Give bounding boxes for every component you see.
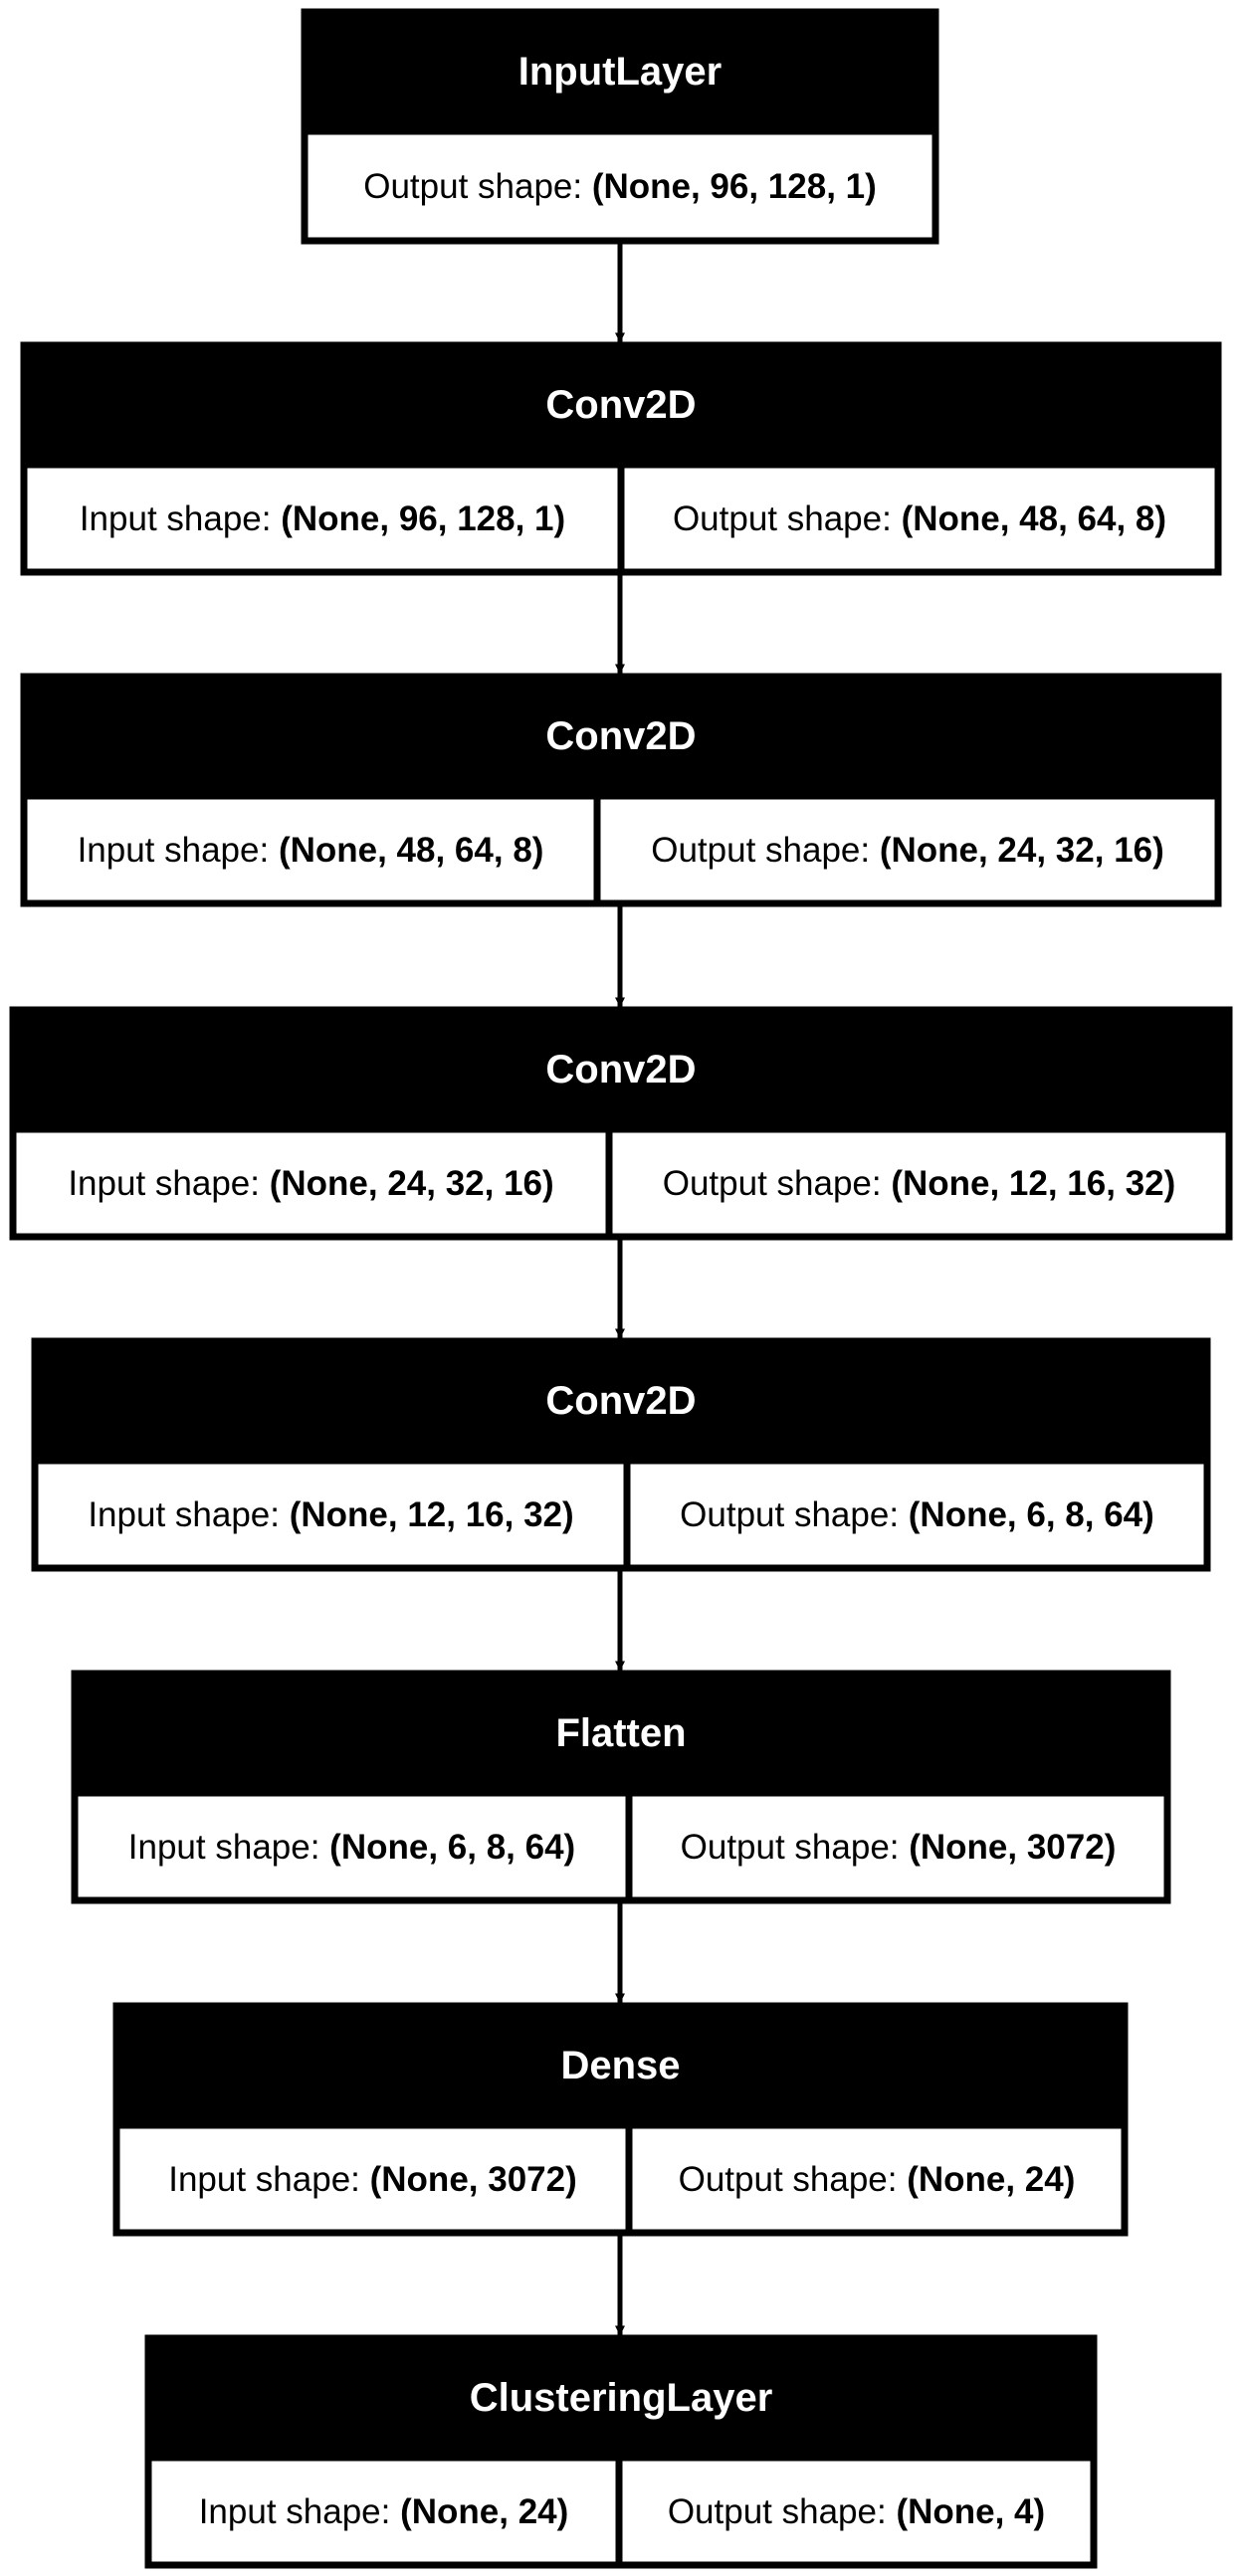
input-shape: Input shape: (None, 6, 8, 64) [128, 1828, 575, 1867]
output-shape: Output shape: (None, 12, 16, 32) [663, 1164, 1176, 1203]
input-shape: Input shape: (None, 3072) [168, 2160, 577, 2199]
layer-name: Flatten [555, 1711, 686, 1755]
layer-header [20, 673, 1222, 800]
output-shape: Output shape: (None, 3072) [681, 1828, 1117, 1867]
layer-header [112, 2002, 1129, 2129]
output-shape: Output shape: (None, 24) [679, 2160, 1076, 2199]
output-shape: Output shape: (None, 24, 32, 16) [651, 831, 1164, 870]
layer-node: Conv2D Input shape: (None, 12, 16, 32) Out… [31, 1337, 1211, 1572]
output-shape: Output shape: (None, 4) [668, 2492, 1045, 2531]
output-shape: Output shape: (None, 48, 64, 8) [673, 499, 1166, 538]
output-shape: Output shape: (None, 96, 128, 1) [363, 167, 877, 206]
output-shape: Output shape: (None, 6, 8, 64) [680, 1495, 1154, 1534]
layer-node: Conv2D Input shape: (None, 96, 128, 1) Out… [20, 341, 1222, 576]
layer-header [9, 1006, 1233, 1133]
layer-name: ClusteringLayer [470, 2376, 773, 2420]
layer-name: Conv2D [545, 1048, 696, 1091]
layer-node: Conv2D Input shape: (None, 24, 32, 16) Out… [9, 1006, 1233, 1241]
layer-header [71, 1670, 1171, 1797]
input-shape: Input shape: (None, 96, 128, 1) [80, 499, 565, 538]
input-shape: Input shape: (None, 24, 32, 16) [68, 1164, 553, 1203]
layer-name: Conv2D [545, 383, 696, 427]
input-shape: Input shape: (None, 12, 16, 32) [88, 1495, 573, 1534]
layer-name: Conv2D [545, 1379, 696, 1423]
layer-name: InputLayer [518, 50, 722, 94]
layer-header [301, 8, 939, 135]
layer-node: Conv2D Input shape: (None, 48, 64, 8) Outp… [20, 673, 1222, 907]
input-shape: Input shape: (None, 48, 64, 8) [78, 831, 544, 870]
layer-header [144, 2334, 1098, 2462]
input-shape: Input shape: (None, 24) [199, 2492, 569, 2531]
layer-name: Dense [560, 2044, 680, 2087]
layer-name: Conv2D [545, 714, 696, 758]
layer-header [20, 341, 1222, 469]
layer-header [31, 1337, 1211, 1465]
